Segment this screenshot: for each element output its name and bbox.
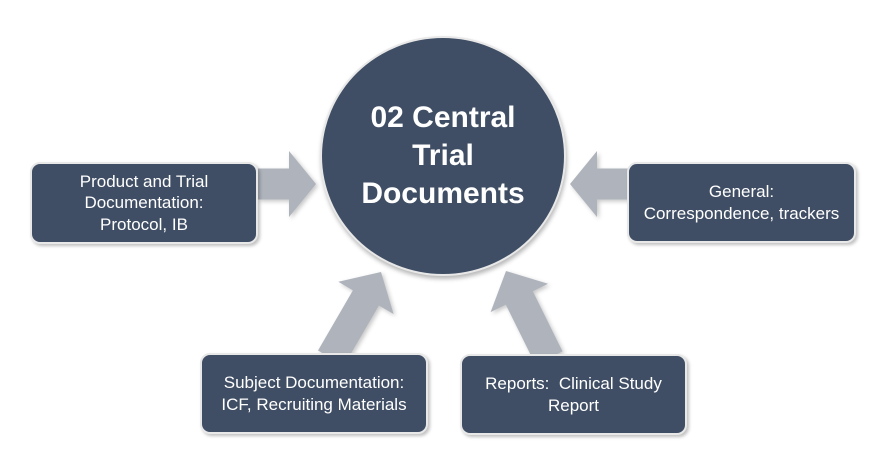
node-general-label: General: Correspondence, trackers [643,182,840,223]
arrow-right-icon [258,151,316,217]
node-reports: Reports: Clinical Study Report [460,354,687,435]
arrow-up-left-icon [490,271,563,365]
node-subject-documentation: Subject Documentation: ICF, Recruiting M… [200,353,428,434]
node-product-trial-documentation: Product and Trial Documentation: Protoco… [30,162,258,244]
arrow-up-right-icon [318,272,394,366]
node-general: General: Correspondence, trackers [627,162,856,243]
central-node: 02 Central Trial Documents [320,36,566,276]
node-subject-documentation-label: Subject Documentation: ICF, Recruiting M… [221,373,407,414]
arrow-left-icon [570,151,628,217]
node-reports-label: Reports: Clinical Study Report [485,374,662,415]
central-node-label: 02 Central Trial Documents [361,100,525,211]
node-product-trial-documentation-label: Product and Trial Documentation: Protoco… [79,172,209,234]
